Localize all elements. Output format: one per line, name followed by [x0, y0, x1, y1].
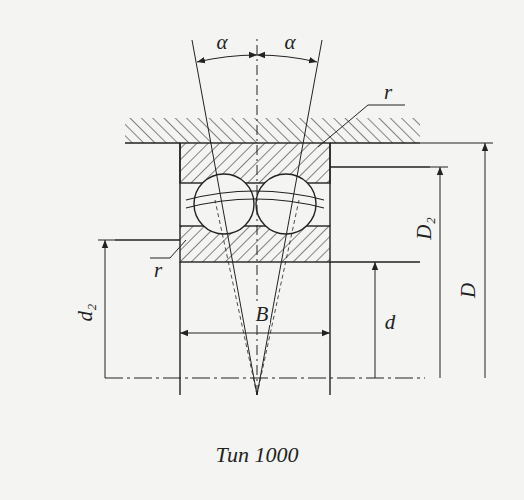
radius-label: r: [152, 260, 164, 281]
dimension-label: D₂: [414, 215, 435, 241]
leader-line: [318, 105, 405, 147]
dimension-label: d: [383, 312, 398, 333]
angle-dimension: [197, 55, 257, 62]
caption: Тип 1000: [213, 444, 300, 466]
inner-ring: [180, 226, 330, 262]
axis-line: [105, 378, 425, 379]
contact-line: [192, 40, 257, 395]
diameter-dimension: [105, 240, 106, 378]
radius-label: r: [382, 82, 394, 103]
dimension-label: D: [458, 280, 479, 299]
shaft-edge: [115, 239, 180, 240]
angle-label: α: [214, 32, 229, 53]
outer-ring: [180, 143, 330, 183]
angle-label: α: [282, 32, 297, 53]
dimension-label: d₂: [76, 301, 97, 323]
housing-hatch: [125, 118, 420, 143]
width-dimension: [180, 333, 330, 334]
dimension-label: B: [254, 304, 271, 325]
